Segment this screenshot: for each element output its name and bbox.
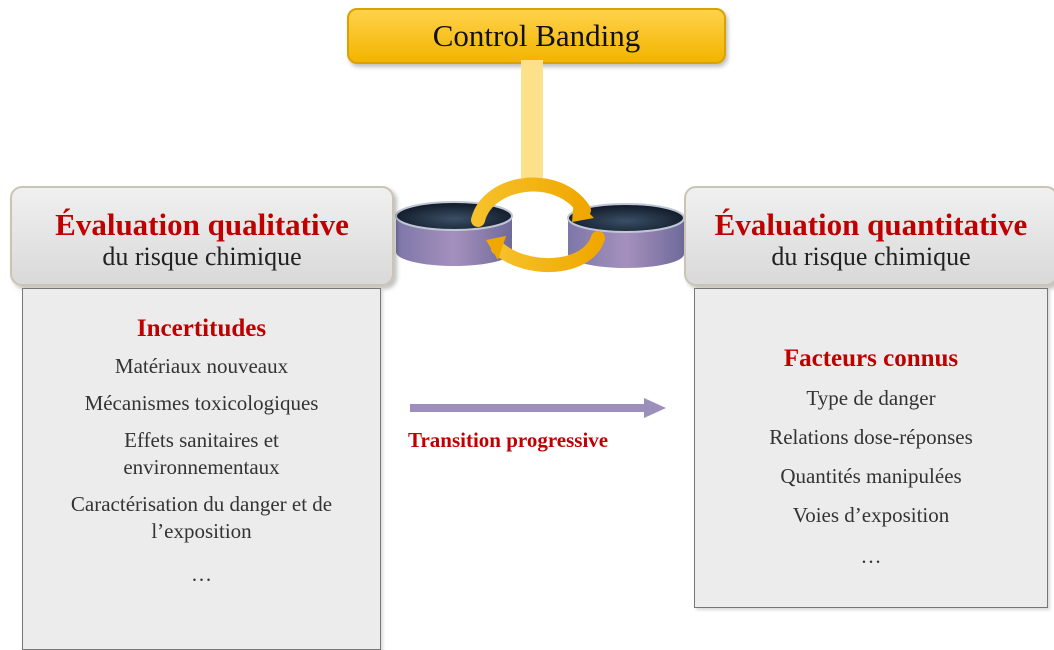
gold-arc-bottom xyxy=(491,231,605,273)
known-factors-title: Facteurs connus xyxy=(783,345,959,372)
transition-arrow-head xyxy=(644,398,666,418)
transition-arrow-icon xyxy=(410,398,666,418)
list-item: Matériaux nouveaux xyxy=(114,354,289,378)
list-item: Mécanismes toxicologiques xyxy=(84,391,319,415)
transition-label: Transition progressive xyxy=(408,428,609,452)
list-item: environnementaux xyxy=(123,455,280,479)
connector-stem xyxy=(521,60,543,178)
list-item: Quantités manipulées xyxy=(780,464,962,488)
uncertainties-panel: Incertitudes Matériaux nouveaux Mécanism… xyxy=(22,288,381,650)
transition-arrow-shaft xyxy=(410,404,646,412)
list-item: Caractérisation du danger et de xyxy=(70,492,333,516)
list-item: … xyxy=(860,544,882,568)
control-banding-label: Control Banding xyxy=(432,18,641,53)
list-item: l’exposition xyxy=(151,519,252,543)
linked-rings-icon xyxy=(395,177,685,273)
known-factors-panel: Facteurs connus Type de danger Relations… xyxy=(694,288,1048,608)
uncertainties-title: Incertitudes xyxy=(136,315,267,342)
qualitative-subtitle: du risque chimique xyxy=(102,242,302,271)
gold-arrowhead-bottom xyxy=(486,236,506,260)
qualitative-title: Évaluation qualitative xyxy=(55,207,349,242)
quantitative-title: Évaluation quantitative xyxy=(714,207,1028,242)
list-item: Relations dose-réponses xyxy=(769,425,973,449)
list-item: Type de danger xyxy=(806,386,936,410)
control-banding-box: Control Banding xyxy=(347,8,726,64)
list-item: Effets sanitaires et xyxy=(124,428,279,452)
quantitative-subtitle: du risque chimique xyxy=(771,242,971,271)
left-ring-top xyxy=(395,201,513,231)
quantitative-header: Évaluation quantitative du risque chimiq… xyxy=(684,186,1054,286)
gold-arrowhead-top xyxy=(572,198,594,222)
list-item: … xyxy=(191,562,212,586)
gold-arc-top xyxy=(471,177,591,227)
qualitative-header: Évaluation qualitative du risque chimiqu… xyxy=(10,186,394,286)
list-item: Voies d’exposition xyxy=(792,503,950,527)
